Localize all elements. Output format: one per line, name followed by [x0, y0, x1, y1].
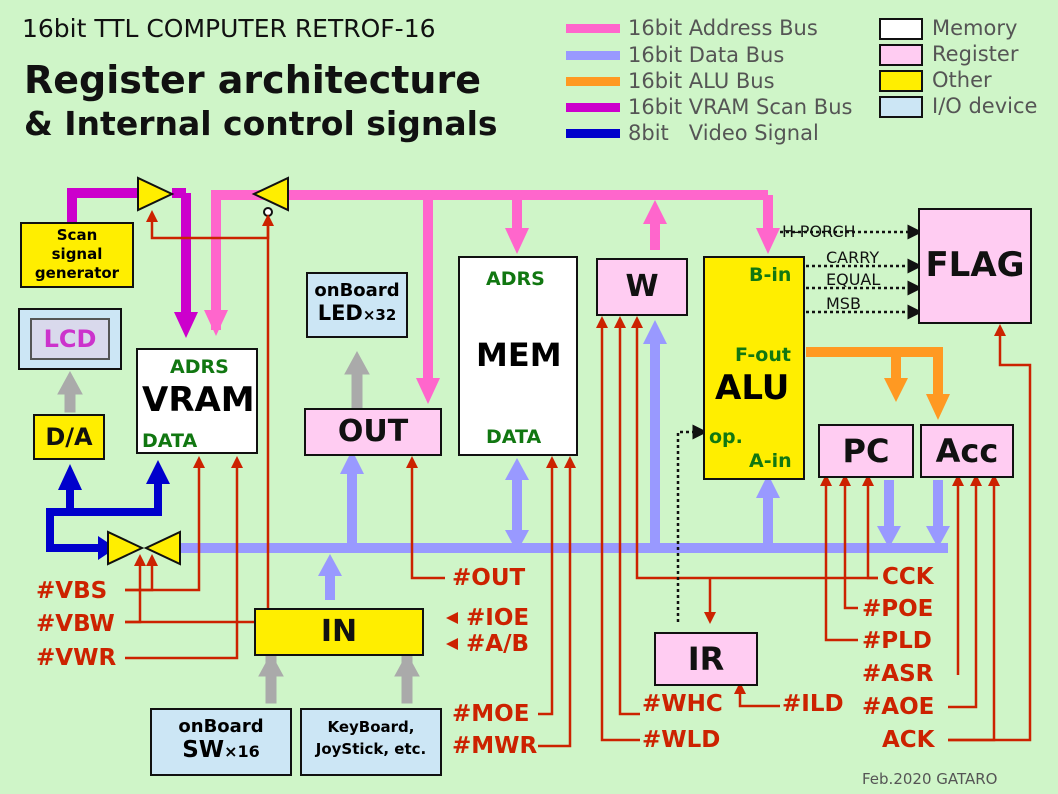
- out-register-label: OUT: [304, 408, 442, 456]
- data-bus: [180, 340, 948, 600]
- signal-ab: #A/B: [466, 631, 530, 657]
- alu-op-label: op.: [709, 426, 743, 448]
- bidir-buffer-a: [107, 530, 145, 566]
- mem-label: MEM: [476, 336, 562, 374]
- onboard-sw-label: onBoard: [178, 716, 264, 737]
- vram-label: VRAM: [142, 380, 255, 420]
- signal-out: #OUT: [452, 565, 526, 591]
- alu-fout-label: F-out: [735, 344, 791, 366]
- keyboard-label-line2: JoyStick, etc.: [315, 740, 427, 758]
- alu-bus-arrowheads: [884, 378, 950, 420]
- alu-ain-label: A-in: [749, 450, 792, 472]
- data-bus-arrowheads: [318, 320, 950, 576]
- signal-vbw: #VBW: [36, 611, 115, 637]
- signal-ioe: #IOE: [466, 605, 530, 631]
- vram-block: ADRS VRAM DATA: [136, 348, 258, 454]
- io-arrows: [57, 350, 420, 704]
- vram-adrs-label: ADRS: [170, 356, 229, 378]
- scan-signal-generator-label: Scan signal generator: [34, 226, 120, 282]
- alu-bin-label: B-in: [749, 264, 792, 286]
- signal-mwr: #MWR: [452, 733, 538, 759]
- alu-bus: [806, 347, 943, 395]
- control-arrowheads: [134, 210, 1006, 694]
- onboard-led-sub: LED: [317, 301, 363, 325]
- flag-signal-lines: [676, 224, 923, 622]
- video-signal: [46, 480, 162, 552]
- page-title: Register architecture: [24, 58, 481, 102]
- signal-ild: #ILD: [782, 691, 844, 717]
- vram-data-label: DATA: [142, 430, 198, 452]
- address-buffer: [251, 176, 289, 212]
- da-converter-label: D/A: [33, 414, 105, 460]
- legend-video-signal: 8bit Video Signal: [628, 121, 819, 145]
- signal-whc: #WHC: [642, 691, 723, 717]
- ir-register-label: IR: [654, 632, 758, 686]
- onboard-led-block: onBoard LED×32: [306, 272, 408, 338]
- lcd-block: LCD: [18, 308, 122, 370]
- mem-block: ADRS MEM DATA: [458, 256, 578, 456]
- alu-label: ALU: [715, 368, 790, 408]
- keyboard-block: KeyBoard, JoyStick, etc.: [300, 708, 442, 776]
- scan-buffer: [137, 176, 175, 212]
- signal-poe: #POE: [862, 596, 934, 622]
- legend-bus-bars: [566, 24, 620, 138]
- legend-register: Register: [932, 42, 1019, 66]
- legend-io-device: I/O device: [932, 94, 1038, 118]
- page-title-small: 16bit TTL COMPUTER RETROF-16: [22, 14, 436, 43]
- flag-signal-msb: MSB: [826, 294, 861, 313]
- acc-register-label: Acc: [920, 424, 1014, 478]
- bidir-buffer-b: [143, 530, 181, 566]
- signal-cck: CCK: [882, 564, 934, 590]
- address-bus-arrowheads: [204, 200, 780, 404]
- signal-aoe: #AOE: [862, 694, 935, 720]
- pc-register-label: PC: [818, 424, 914, 478]
- signal-pld: #PLD: [862, 628, 932, 654]
- signal-asr: #ASR: [862, 661, 934, 687]
- alu-block: B-in F-out ALU op. A-in: [703, 256, 805, 480]
- lcd-label: LCD: [30, 318, 110, 360]
- onboard-led-label: onBoard: [314, 280, 400, 301]
- keyboard-label-line1: KeyBoard,: [327, 718, 415, 736]
- mem-data-label: DATA: [486, 426, 542, 448]
- footer-credit: Feb.2020 GATARO: [862, 770, 998, 788]
- legend-type-swatches: [879, 18, 923, 118]
- legend-memory: Memory: [932, 16, 1018, 40]
- mem-adrs-label: ADRS: [486, 268, 545, 290]
- signal-vbs: #VBS: [36, 578, 108, 604]
- onboard-sw-sub: SW: [182, 737, 225, 763]
- in-port-label: IN: [254, 608, 424, 656]
- signal-wld: #WLD: [642, 727, 721, 753]
- page-subtitle: & Internal control signals: [24, 104, 498, 143]
- legend-other: Other: [932, 68, 992, 92]
- flag-register-label: FLAG: [918, 208, 1032, 324]
- flag-signal-hporch: H-PORCH: [782, 222, 856, 241]
- onboard-sw-count: ×16: [224, 742, 260, 761]
- onboard-sw-block: onBoard SW×16: [150, 708, 292, 776]
- vram-scan-bus: [67, 188, 191, 315]
- flag-signal-carry: CARRY: [826, 248, 880, 267]
- onboard-led-count: ×32: [362, 306, 397, 324]
- legend-address-bus: 16bit Address Bus: [628, 16, 818, 40]
- legend-vram-scan-bus: 16bit VRAM Scan Bus: [628, 95, 853, 119]
- legend-data-bus: 16bit Data Bus: [628, 43, 785, 67]
- scan-signal-generator-block: Scan signal generator: [20, 222, 134, 288]
- vram-scan-arrowhead: [174, 312, 198, 338]
- signal-ack: ACK: [882, 727, 935, 753]
- signal-moe: #MOE: [452, 701, 530, 727]
- flag-signal-equal: EQUAL: [826, 270, 881, 289]
- w-register-label: W: [596, 258, 688, 316]
- signal-vwr: #VWR: [36, 645, 117, 671]
- legend-alu-bus: 16bit ALU Bus: [628, 69, 775, 93]
